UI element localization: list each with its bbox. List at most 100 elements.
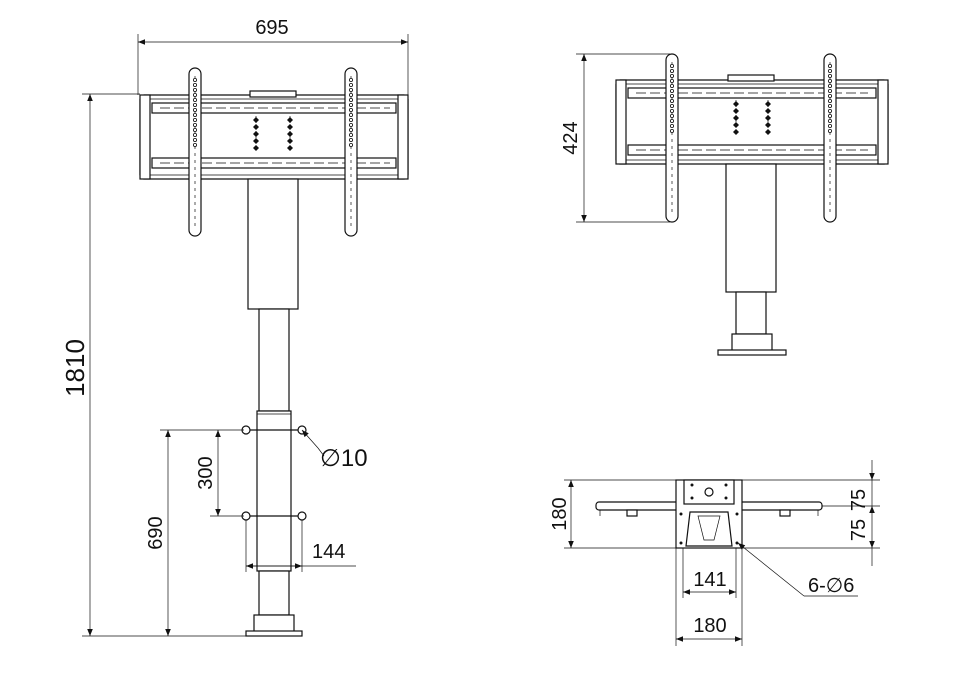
strap-hole xyxy=(828,64,833,69)
strap-hole xyxy=(828,128,833,133)
strap-hole xyxy=(670,94,675,99)
side-vesa-strap-right xyxy=(823,53,837,223)
dim-bracket-height: 690 xyxy=(145,516,167,549)
side-upper-column xyxy=(725,163,777,293)
front-upper-column xyxy=(247,178,299,310)
adjust-hole xyxy=(253,138,259,144)
strap-hole xyxy=(670,69,675,74)
strap-hole xyxy=(828,84,833,89)
strap-hole xyxy=(828,69,833,74)
dim-inner-width: 141 xyxy=(693,569,726,591)
strap-hole xyxy=(828,74,833,79)
strap-hole xyxy=(192,142,197,147)
strap-hole xyxy=(348,93,353,98)
strap-hole xyxy=(670,99,675,104)
adjust-hole xyxy=(765,101,771,107)
top-view xyxy=(595,479,823,549)
front-side-brackets xyxy=(241,425,307,521)
adjust-hole xyxy=(253,124,259,130)
strap-hole xyxy=(670,119,675,124)
adjust-hole xyxy=(287,138,293,144)
strap-hole xyxy=(670,89,675,94)
front-mount-frame xyxy=(139,90,409,180)
strap-hole xyxy=(192,78,197,83)
strap-hole xyxy=(670,79,675,84)
side-dimensions: 424 xyxy=(560,53,670,223)
side-vesa-strap-left xyxy=(665,53,679,223)
dim-offset-a: 75 xyxy=(848,489,870,511)
adjust-hole xyxy=(765,108,771,114)
adjust-hole xyxy=(253,117,259,123)
strap-hole xyxy=(348,103,353,108)
strap-hole xyxy=(192,137,197,142)
adjust-hole xyxy=(287,145,293,151)
strap-hole xyxy=(192,88,197,93)
front-dimensions: 695 1810 690 300 ∅10 144 xyxy=(60,17,409,637)
strap-hole xyxy=(348,127,353,132)
dim-height-total: 1810 xyxy=(60,339,90,397)
strap-hole xyxy=(348,118,353,123)
strap-hole xyxy=(348,78,353,83)
strap-hole xyxy=(192,123,197,128)
adjust-hole xyxy=(765,129,771,135)
dim-base-depth: 180 xyxy=(549,497,571,530)
strap-hole xyxy=(348,88,353,93)
side-inner-column xyxy=(735,291,767,335)
strap-hole xyxy=(192,103,197,108)
dim-hole-diameter: ∅10 xyxy=(320,445,368,472)
front-vesa-strap-right xyxy=(344,67,358,237)
adjust-hole xyxy=(287,124,293,130)
adjust-hole xyxy=(733,101,739,107)
strap-hole xyxy=(670,128,675,133)
strap-hole xyxy=(828,104,833,109)
strap-hole xyxy=(670,104,675,109)
strap-hole xyxy=(828,79,833,84)
front-inner-column xyxy=(258,308,290,412)
strap-hole xyxy=(192,127,197,132)
side-view xyxy=(615,53,889,356)
strap-hole xyxy=(192,83,197,88)
strap-hole xyxy=(670,109,675,114)
adjust-hole xyxy=(733,115,739,121)
strap-hole xyxy=(192,98,197,103)
adjust-hole xyxy=(765,122,771,128)
front-base-plate xyxy=(245,630,303,637)
dim-offset-b: 75 xyxy=(848,519,870,541)
strap-hole xyxy=(192,118,197,123)
front-vesa-strap-left xyxy=(188,67,202,237)
dim-side-height: 424 xyxy=(560,121,582,154)
strap-hole xyxy=(192,93,197,98)
adjust-hole xyxy=(287,131,293,137)
strap-hole xyxy=(828,99,833,104)
top-dimensions: 180 75 75 141 180 6-∅6 xyxy=(549,460,880,646)
top-column-section xyxy=(685,511,733,547)
strap-hole xyxy=(670,64,675,69)
strap-hole xyxy=(348,113,353,118)
strap-hole xyxy=(192,132,197,137)
strap-hole xyxy=(348,132,353,137)
side-base-plate xyxy=(717,349,787,356)
strap-hole xyxy=(670,84,675,89)
dim-base-width: 180 xyxy=(693,615,726,637)
dim-width-top: 695 xyxy=(255,17,288,39)
side-mount-frame xyxy=(615,74,889,165)
strap-hole xyxy=(828,119,833,124)
dim-base-holes: 6-∅6 xyxy=(808,575,854,597)
adjust-hole xyxy=(287,117,293,123)
strap-hole xyxy=(348,142,353,147)
strap-hole xyxy=(348,83,353,88)
strap-hole xyxy=(670,124,675,129)
adjust-hole xyxy=(733,129,739,135)
front-foot-column xyxy=(258,570,290,616)
strap-hole xyxy=(828,89,833,94)
adjust-hole xyxy=(733,108,739,114)
strap-hole xyxy=(348,108,353,113)
strap-hole xyxy=(828,124,833,129)
strap-hole xyxy=(670,74,675,79)
adjust-hole xyxy=(253,145,259,151)
strap-hole xyxy=(348,137,353,142)
adjust-hole xyxy=(765,115,771,121)
strap-hole xyxy=(828,114,833,119)
strap-hole xyxy=(192,113,197,118)
